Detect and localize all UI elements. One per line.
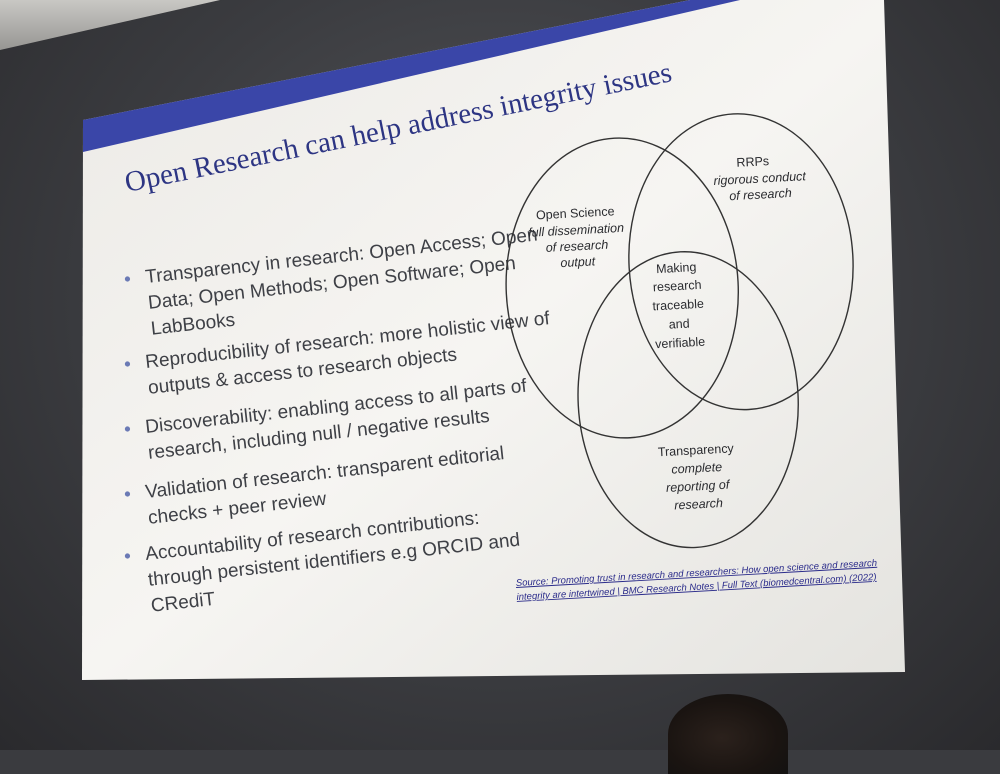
venn-diagram: Open Science full dissemination of resea… — [505, 113, 854, 549]
venn-label-transparency: Transparency complete reporting of resea… — [657, 441, 734, 513]
transparency-title: Transparency — [657, 441, 734, 459]
bullet-dot — [124, 491, 131, 497]
transparency-sub-2: reporting of — [666, 478, 731, 495]
open-science-sub-3: output — [560, 254, 596, 270]
center-line-2: research — [653, 278, 702, 295]
venn-circle-rrps — [628, 113, 854, 411]
open-science-sub-2: of research — [545, 238, 608, 255]
slide-header-band — [83, 0, 740, 152]
venn-label-rrps: RRPs rigorous conduct of research — [713, 154, 807, 203]
rrps-sub-1: rigorous conduct — [713, 169, 807, 188]
open-science-sub-1: full dissemination — [528, 221, 625, 240]
transparency-sub-3: research — [674, 496, 723, 513]
projected-slide: Open Research can help address integrity… — [82, 0, 905, 680]
bullet-dot — [124, 553, 131, 559]
venn-label-center: Making research traceable and verifiable — [652, 260, 706, 352]
audience-head — [668, 694, 788, 774]
slide-surface — [82, 0, 905, 680]
center-line-5: verifiable — [655, 335, 706, 352]
venn-label-open-science: Open Science full dissemination of resea… — [528, 204, 625, 270]
bullet-dot — [124, 276, 131, 282]
center-line-4: and — [668, 316, 690, 331]
rrps-sub-2: of research — [729, 186, 792, 203]
venn-circle-transparency — [577, 251, 799, 549]
rrps-title: RRPs — [736, 154, 769, 170]
bullet-dot — [124, 426, 131, 432]
center-line-3: traceable — [652, 297, 704, 314]
transparency-sub-1: complete — [671, 460, 722, 477]
open-science-title: Open Science — [536, 204, 615, 222]
venn-circle-open-science — [505, 137, 740, 439]
center-line-1: Making — [656, 260, 697, 276]
bullet-dot — [124, 361, 131, 367]
